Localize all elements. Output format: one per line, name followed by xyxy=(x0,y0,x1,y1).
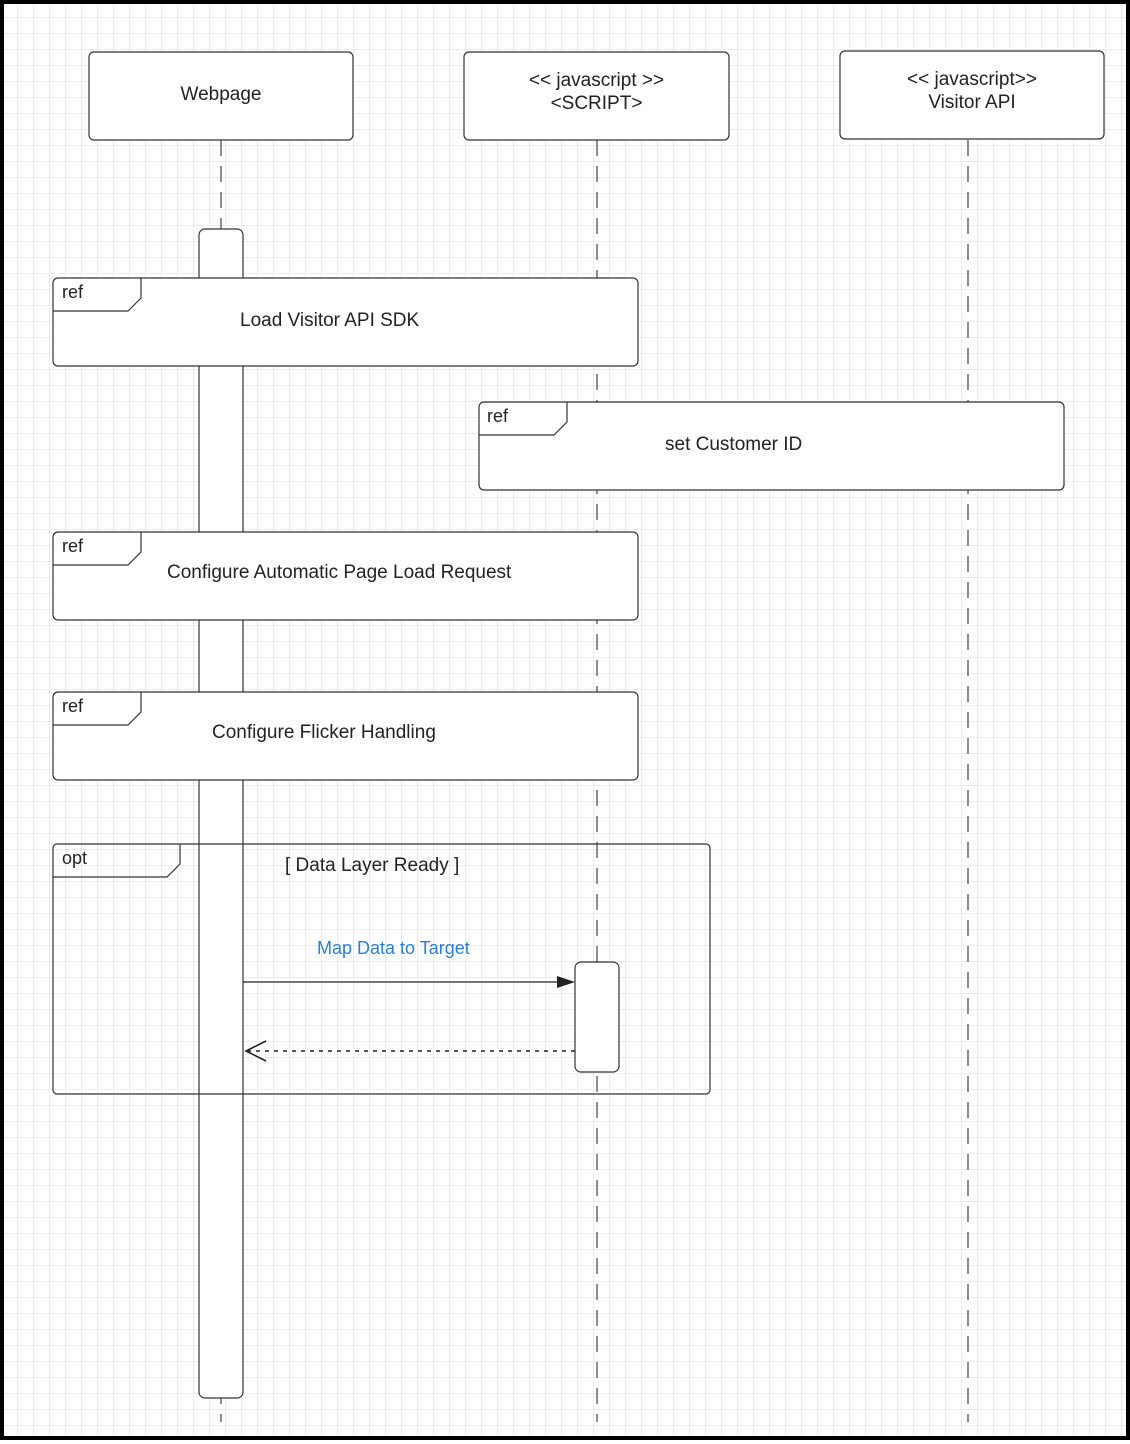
message-return-arrowhead xyxy=(244,1040,267,1062)
lifeline-script-head[interactable] xyxy=(463,51,730,141)
ref-frame-flicker-tag xyxy=(53,692,142,726)
ref-frame-load-sdk-tag xyxy=(53,278,142,312)
lifeline-visitor-api-label: << javascript>> Visitor API xyxy=(840,68,1104,114)
ref-frame-customer-id-tag xyxy=(479,402,568,436)
ref-frame-customer-id-operator: ref xyxy=(487,406,509,426)
message-map-data-label: Map Data to Target xyxy=(317,938,470,958)
ref-frame-load-sdk-operator: ref xyxy=(62,282,84,302)
ref-frame-customer-id[interactable] xyxy=(478,401,1065,491)
activation-webpage xyxy=(198,228,244,1399)
diagram-svg xyxy=(52,50,1105,1422)
ref-frame-flicker[interactable] xyxy=(52,691,639,781)
lifeline-script-name: <SCRIPT> xyxy=(550,93,643,114)
ref-frame-flicker-title: Configure Flicker Handling xyxy=(212,722,436,743)
activation-script xyxy=(574,961,620,1073)
ref-frame-page-load-tag xyxy=(53,532,142,566)
lifeline-webpage-head[interactable] xyxy=(88,51,354,141)
opt-frame[interactable] xyxy=(52,843,711,1095)
ref-frame-page-load[interactable] xyxy=(52,531,639,621)
lifeline-visitor-api-stereotype: << javascript>> xyxy=(907,69,1037,90)
opt-frame-guard: [ Data Layer Ready ] xyxy=(285,855,460,876)
ref-frame-load-sdk-title: Load Visitor API SDK xyxy=(240,310,420,331)
lifeline-visitor-api-name: Visitor API xyxy=(928,92,1016,113)
ref-frame-customer-id-title: set Customer ID xyxy=(665,434,803,455)
message-map-data-arrowhead xyxy=(557,976,575,988)
ref-frame-page-load-operator: ref xyxy=(62,536,84,556)
ref-frame-page-load-title: Configure Automatic Page Load Request xyxy=(167,562,512,583)
lifeline-script-stereotype: << javascript >> xyxy=(528,70,665,91)
opt-frame-operator: opt xyxy=(62,848,88,868)
opt-frame-tag xyxy=(53,844,181,878)
ref-frame-load-sdk[interactable] xyxy=(52,277,639,367)
ref-frame-flicker-operator: ref xyxy=(62,696,84,716)
lifeline-webpage-name: Webpage xyxy=(180,84,262,105)
lifeline-webpage-label: Webpage xyxy=(89,83,353,106)
lifeline-visitor-api-head[interactable] xyxy=(839,50,1105,140)
lifeline-script-label: << javascript >> <SCRIPT> xyxy=(464,69,729,115)
